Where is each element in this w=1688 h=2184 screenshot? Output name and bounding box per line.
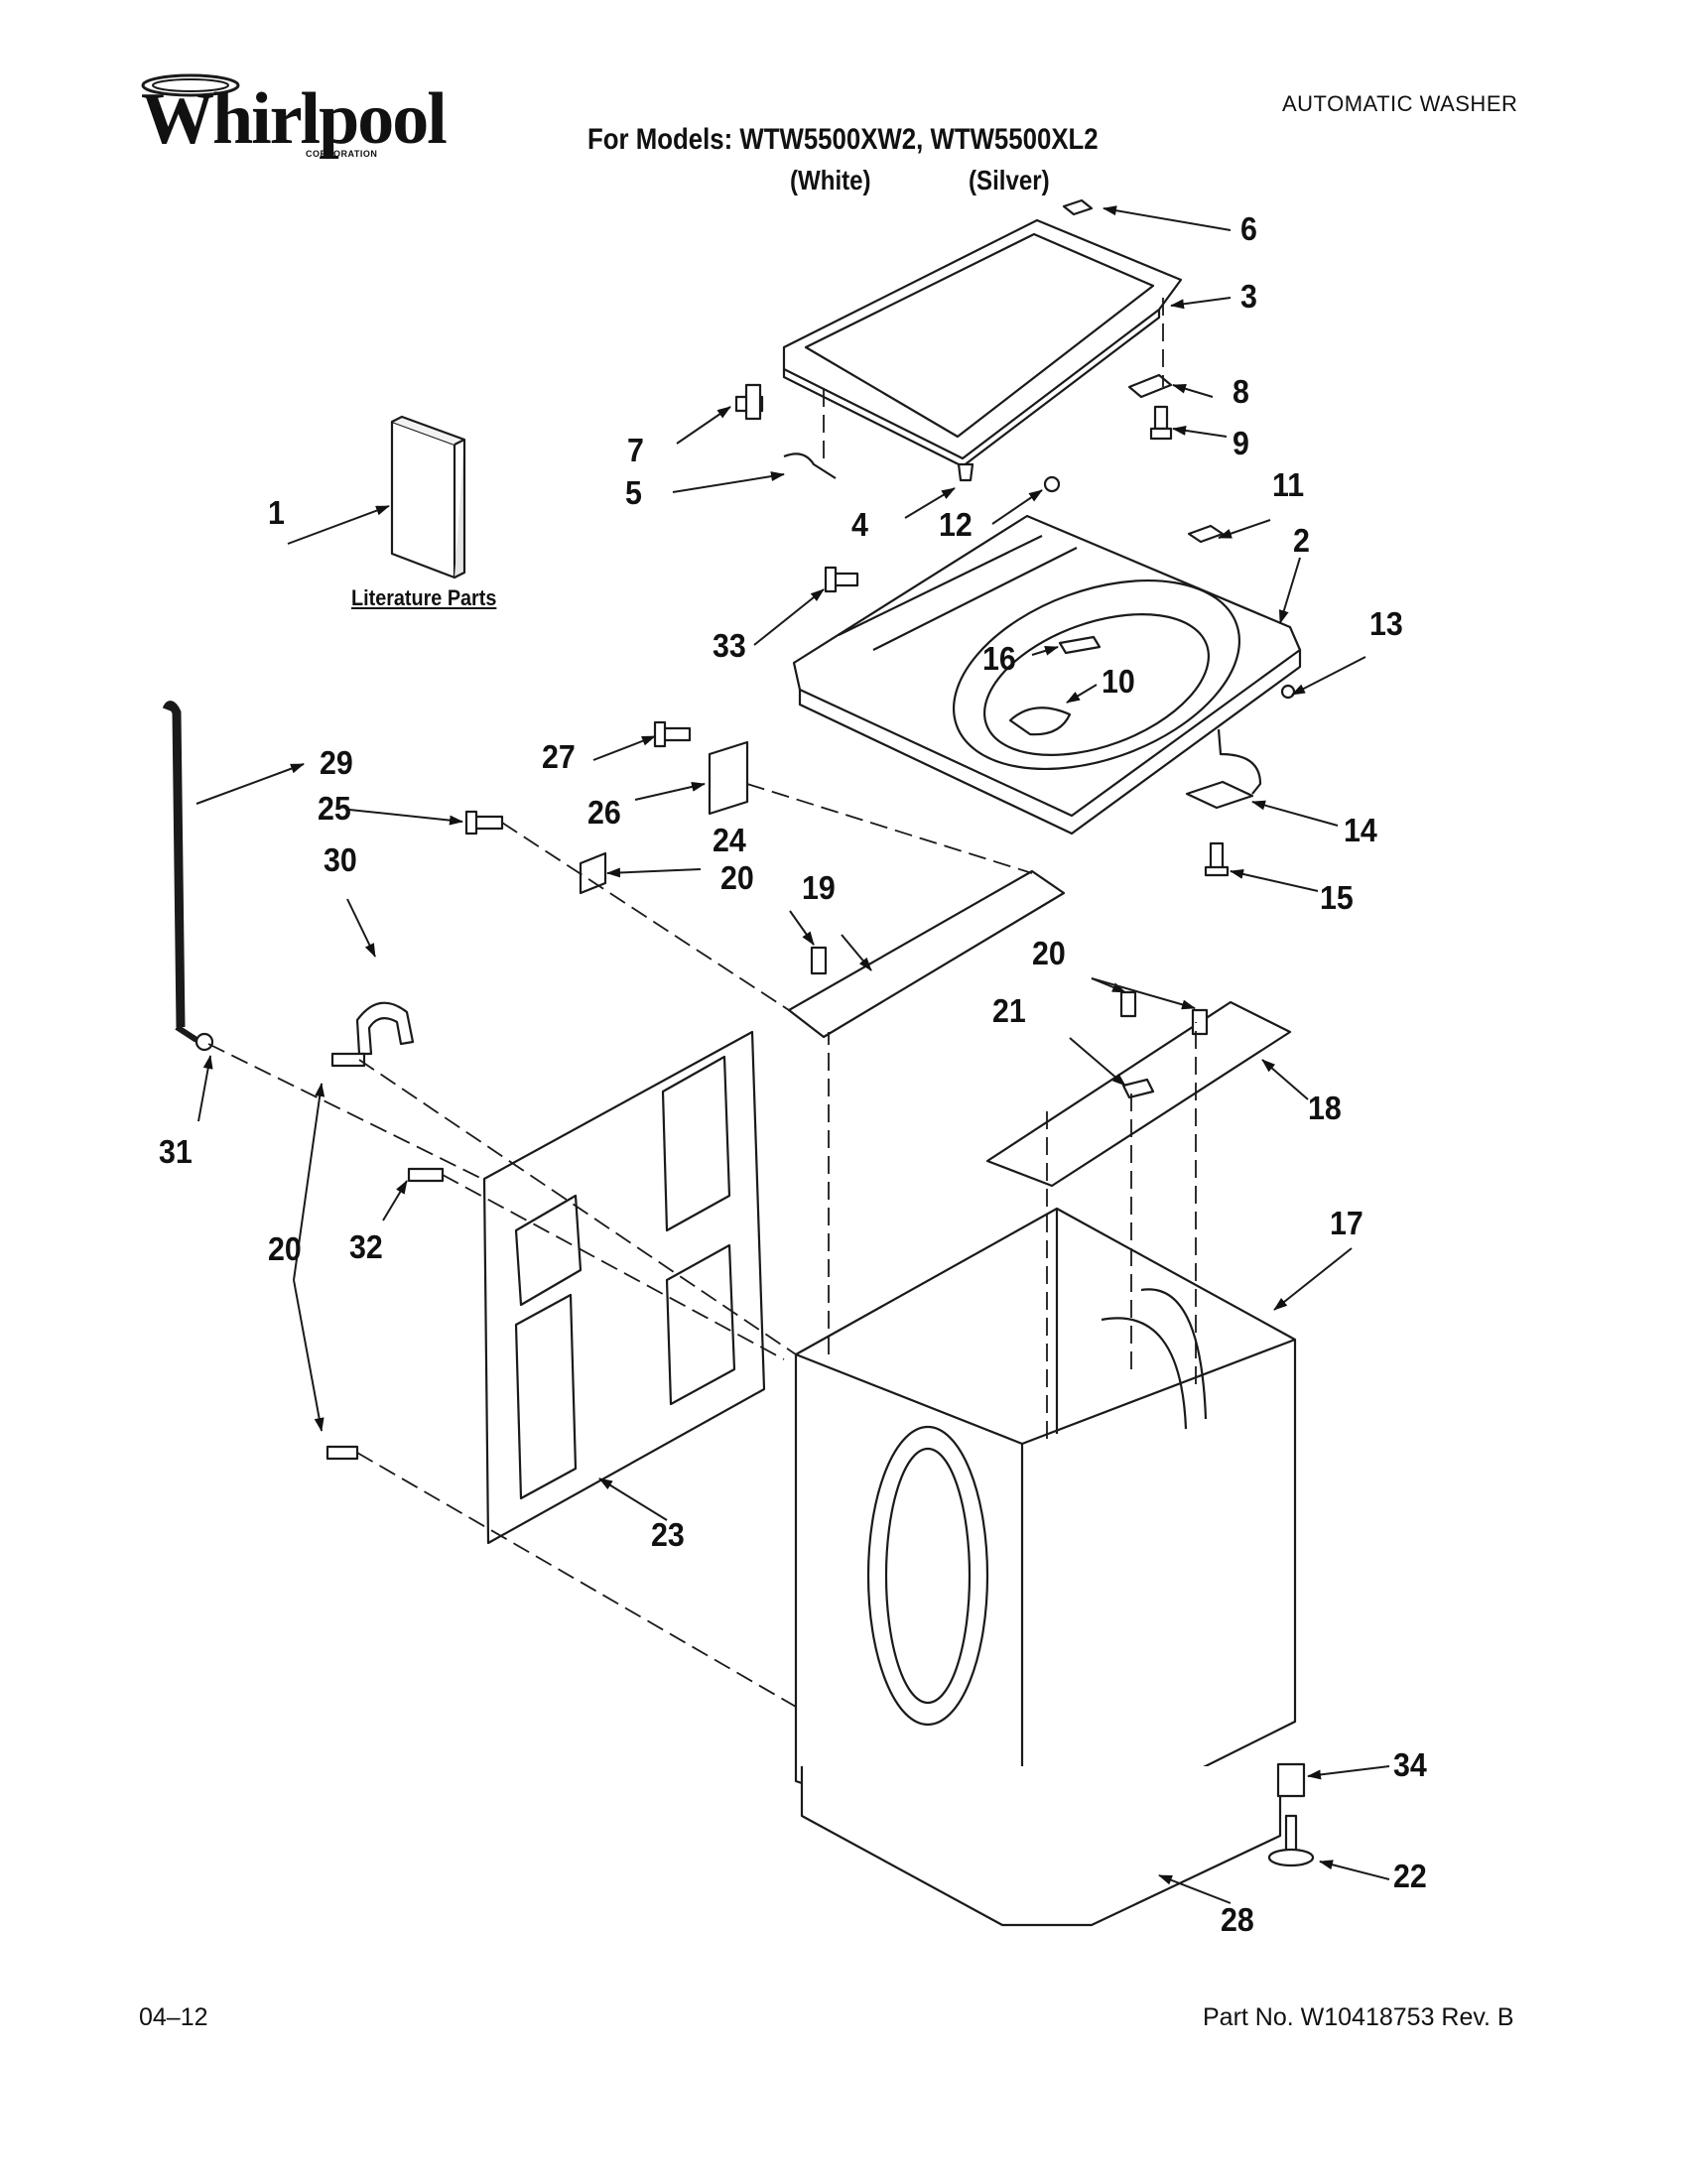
screws-20 — [325, 946, 1209, 1461]
callout-29: 29 — [320, 744, 353, 781]
literature-book — [390, 415, 466, 579]
callout-20-b: 20 — [1032, 935, 1066, 971]
screw-25 — [464, 810, 504, 835]
rear-panel — [482, 1030, 766, 1545]
callout-33: 33 — [713, 627, 746, 664]
leveling-leg-34 — [1276, 1762, 1306, 1798]
leveling-foot-22 — [1267, 1814, 1315, 1867]
variant-silver: (Silver) — [969, 165, 1050, 195]
screw-32 — [407, 1167, 445, 1183]
lid-lock-11 — [1187, 524, 1225, 544]
callout-25: 25 — [318, 790, 351, 827]
top-cover — [792, 514, 1302, 835]
cabinet — [794, 1207, 1297, 1860]
drain-hose — [162, 701, 186, 1028]
lid — [782, 218, 1183, 468]
callout-20-c: 20 — [268, 1230, 302, 1267]
callout-5: 5 — [625, 474, 642, 511]
wire-harness — [1217, 728, 1262, 795]
logo-swoosh — [141, 73, 240, 97]
dispenser-10 — [1008, 707, 1072, 736]
callout-11: 11 — [1272, 466, 1305, 503]
brand-logo: Whirlpool — [141, 78, 448, 160]
lid-strap — [783, 452, 837, 479]
screw-15 — [1204, 841, 1230, 877]
callout-20-a: 20 — [720, 859, 754, 896]
callout-17: 17 — [1330, 1205, 1363, 1241]
brand-logo-sub: CORPORATION — [306, 149, 378, 159]
callout-2: 2 — [1293, 522, 1310, 559]
assembly-lines — [207, 298, 1197, 1708]
callout-10: 10 — [1102, 663, 1135, 700]
callout-28: 28 — [1221, 1901, 1254, 1938]
callout-12: 12 — [939, 506, 973, 543]
callout-21: 21 — [992, 992, 1026, 1029]
lid-switch-part — [1127, 373, 1173, 399]
tab-16 — [1058, 635, 1102, 655]
bumper-4 — [957, 462, 974, 482]
footer-part-no: Part No. W10418753 Rev. B — [1203, 2003, 1514, 2031]
footer-date: 04–12 — [139, 2003, 208, 2031]
clip-21 — [1121, 1078, 1155, 1099]
doc-type: AUTOMATIC WASHER — [1282, 91, 1518, 116]
variant-white: (White) — [790, 165, 871, 195]
callout-15: 15 — [1320, 879, 1354, 916]
models-line: For Models: WTW5500XW2, WTW5500XL2 — [587, 123, 1099, 156]
screw-33 — [824, 566, 859, 593]
callout-3: 3 — [1240, 278, 1257, 315]
callout-26: 26 — [587, 794, 621, 831]
clamp-31 — [195, 1032, 214, 1052]
callout-27: 27 — [542, 738, 576, 775]
callout-13: 13 — [1369, 605, 1403, 642]
lid-switch-14 — [1185, 780, 1254, 810]
callout-7: 7 — [627, 432, 644, 468]
callout-4: 4 — [851, 506, 868, 543]
callout-31: 31 — [159, 1133, 193, 1170]
callout-24: 24 — [713, 822, 746, 858]
literature-label: Literature Parts — [351, 585, 497, 610]
callout-6: 6 — [1240, 210, 1257, 247]
hose-end — [175, 1024, 198, 1043]
callout-arrows — [195, 205, 1390, 1904]
callout-23: 23 — [651, 1516, 685, 1553]
screw-27 — [653, 720, 692, 748]
callout-1: 1 — [268, 494, 285, 531]
base — [800, 1766, 1282, 1927]
front-brace — [787, 869, 1066, 1039]
hose-guide — [355, 1001, 415, 1056]
callout-32: 32 — [349, 1228, 383, 1265]
screw-7 — [734, 383, 764, 421]
clip-12 — [1043, 475, 1061, 493]
lid-hinge-pin — [1062, 198, 1094, 216]
bracket-24 — [579, 851, 607, 895]
callout-16: 16 — [982, 640, 1016, 677]
callout-18: 18 — [1308, 1090, 1342, 1126]
clip-13 — [1280, 684, 1296, 700]
callout-22: 22 — [1393, 1858, 1427, 1894]
callout-34: 34 — [1393, 1746, 1427, 1783]
callout-14: 14 — [1344, 812, 1377, 848]
screw-9 — [1149, 405, 1173, 441]
callout-30: 30 — [324, 841, 357, 878]
callout-8: 8 — [1233, 373, 1249, 410]
bracket-26 — [708, 740, 749, 816]
callout-9: 9 — [1233, 425, 1249, 461]
callout-19: 19 — [802, 869, 836, 906]
